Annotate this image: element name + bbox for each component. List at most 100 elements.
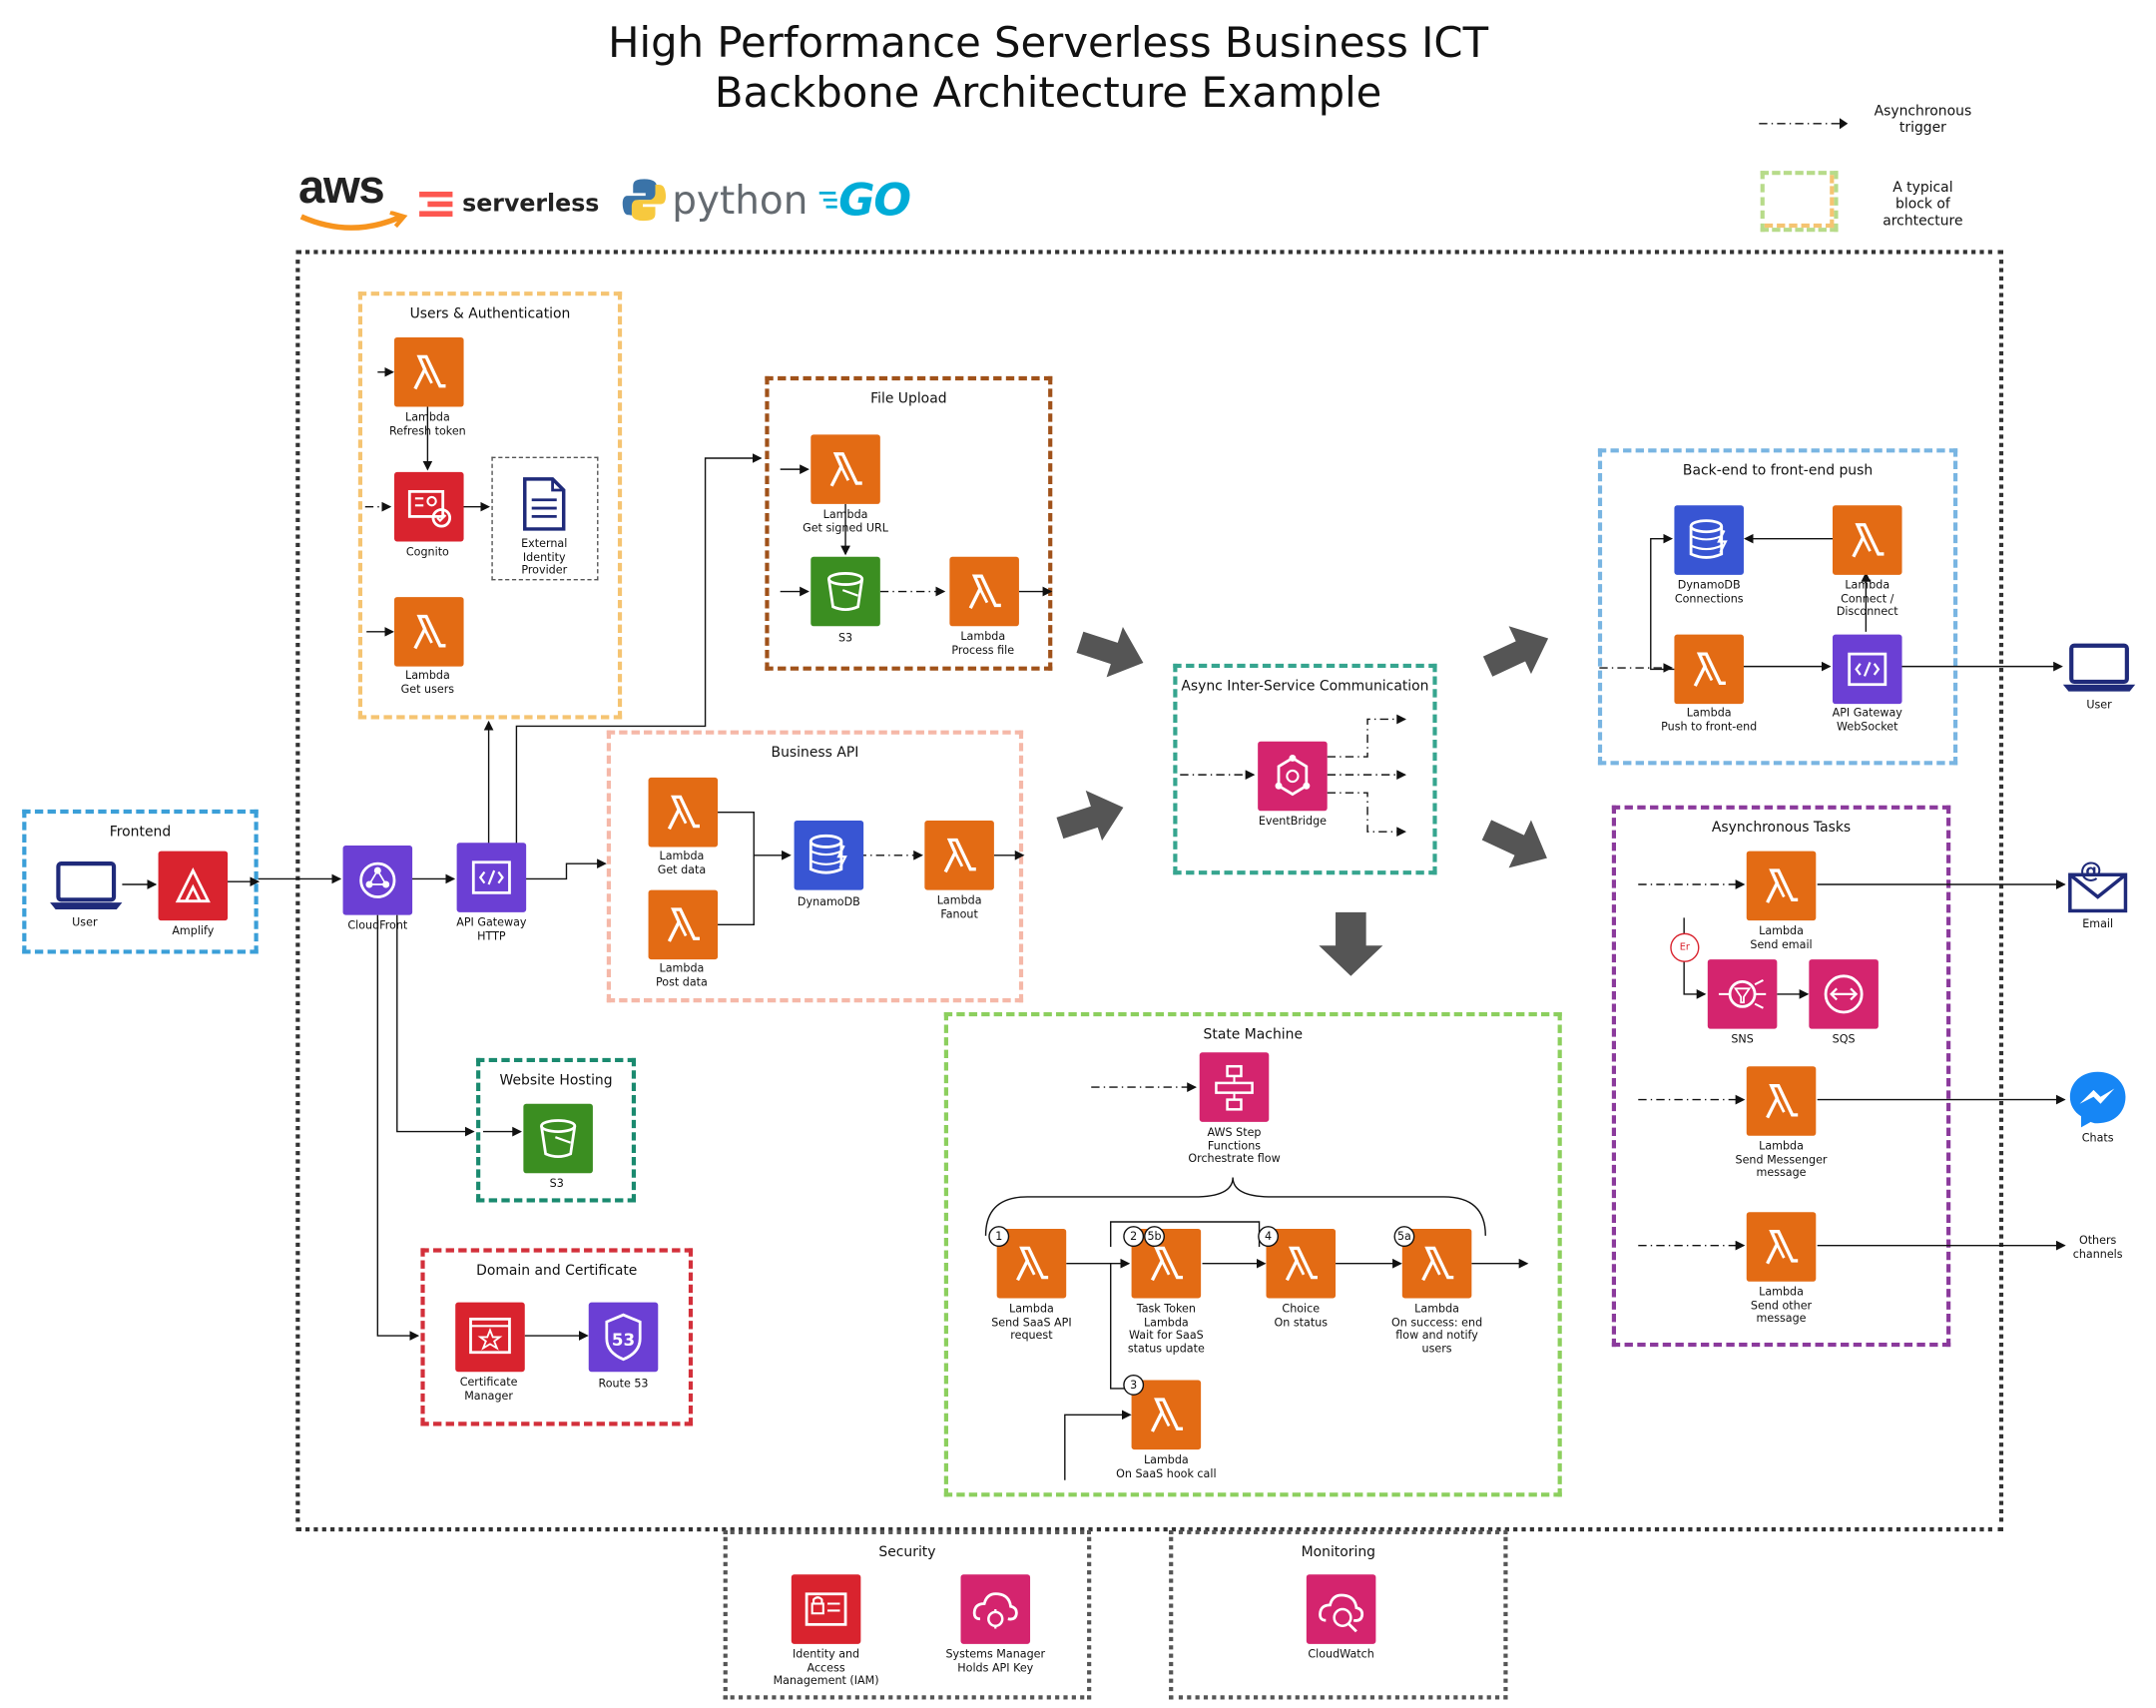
lambda-fanout-label: Lambda Fanout	[936, 893, 982, 920]
laptop-icon	[2062, 643, 2136, 692]
ssm-label: Systems Manager Holds API Key	[945, 1647, 1046, 1674]
sm-send-label: Lambda Send SaaS API request	[991, 1302, 1072, 1342]
lambda-icon	[1746, 1212, 1817, 1282]
cloudwatch-label: CloudWatch	[1308, 1647, 1374, 1661]
lambda-other-label: Lambda Send other message	[1750, 1285, 1813, 1325]
legend-async-arrow	[1759, 118, 1849, 130]
aws-smile-icon	[299, 210, 408, 231]
others-label: Others channels	[2072, 1234, 2123, 1261]
serverless-logo: serverless	[419, 188, 599, 221]
cert-manager-label: Certificate Manager	[459, 1376, 518, 1403]
legend-block-label: A typical block of archtecture	[1883, 180, 1963, 230]
step-functions-label: AWS Step Functions Orchestrate flow	[1188, 1126, 1281, 1165]
flow-arrow-1	[1076, 627, 1144, 678]
sm-success-label: Lambda On success: end flow and notify u…	[1391, 1302, 1483, 1355]
sm-hook-label: Lambda On SaaS hook call	[1116, 1453, 1217, 1480]
eventbridge-label: EventBridge	[1258, 815, 1328, 828]
lambda-messenger-label: Lambda Send Messenger message	[1735, 1139, 1828, 1179]
sm-task-label: Task Token Lambda Wait for SaaS status u…	[1127, 1302, 1205, 1355]
apigw-http-label: API Gateway HTTP	[456, 915, 527, 942]
sqs-label: SQS	[1832, 1032, 1856, 1046]
lambda-icon	[1746, 851, 1817, 921]
dynamodb-icon	[794, 821, 864, 890]
group-domain-cert: Domain and Certificate	[420, 1248, 694, 1426]
legend-async-label: Asynchronous trigger	[1874, 104, 1972, 137]
sqs-icon	[1809, 959, 1879, 1029]
lambda-post-data-label: Lambda Post data	[655, 961, 708, 988]
serverless-icon	[419, 191, 453, 217]
cloud-boundary	[295, 250, 2004, 1532]
s3-upload-label: S3	[837, 631, 853, 645]
iam-icon	[791, 1574, 861, 1644]
diagram-title: High Performance Serverless Business ICT…	[528, 19, 1569, 119]
lambda-icon	[394, 336, 464, 407]
step-badge: 2	[1123, 1226, 1145, 1248]
dynamodb-icon	[1674, 505, 1744, 575]
svg-text:53: 53	[612, 1331, 635, 1350]
route53-icon: 53	[588, 1302, 659, 1373]
lambda-icon	[1674, 634, 1744, 705]
python-logo: python	[621, 175, 808, 225]
ext-idp-box	[491, 456, 599, 581]
title-line-1: High Performance Serverless Business ICT	[608, 19, 1489, 69]
s3-bucket-icon	[810, 556, 880, 627]
s3-web-label: S3	[549, 1177, 564, 1191]
ddb-connections-label: DynamoDB Connections	[1674, 579, 1744, 605]
chats-label: Chats	[2081, 1131, 2114, 1145]
flow-arrow-4	[1481, 820, 1547, 868]
flow-arrow-5	[1319, 911, 1383, 976]
eventbridge-icon	[1258, 741, 1328, 812]
dynamodb-label: DynamoDB	[797, 895, 860, 908]
lambda-icon	[648, 777, 719, 848]
step-functions-icon	[1199, 1052, 1270, 1122]
go-speed-lines-icon	[818, 191, 837, 209]
certificate-manager-icon	[455, 1302, 525, 1373]
step-badge: 1	[988, 1226, 1010, 1248]
lambda-icon	[648, 889, 719, 960]
aws-logo: aws	[298, 164, 409, 240]
lambda-refresh-label: Lambda Refresh token	[389, 410, 466, 437]
lambda-icon	[949, 556, 1019, 627]
sm-choice-label: Choice On status	[1274, 1302, 1329, 1329]
group-backend-push: Back-end to front-end push	[1597, 448, 1958, 766]
apigw-websocket-icon	[1832, 634, 1902, 705]
lambda-email-label: Lambda Send email	[1750, 924, 1813, 951]
apigw-http-icon	[456, 843, 527, 912]
title-line-2: Backbone Architecture Example	[714, 69, 1382, 119]
group-state-machine: State Machine	[943, 1011, 1562, 1497]
lambda-icon	[1746, 1066, 1817, 1136]
flow-arrow-2	[1056, 790, 1124, 842]
lambda-get-data-label: Lambda Get data	[657, 850, 707, 875]
lambda-icon	[1131, 1380, 1202, 1450]
lambda-process-label: Lambda Process file	[951, 630, 1015, 657]
group-business-api: Business API	[606, 730, 1024, 1003]
lambda-icon	[1832, 505, 1902, 575]
step-badge: 5b	[1144, 1226, 1165, 1248]
step-badge: 4	[1258, 1226, 1280, 1248]
sns-icon	[1707, 959, 1778, 1029]
apigw-ws-label: API Gateway WebSocket	[1832, 706, 1902, 733]
lambda-connect-label: Lambda Connect / Disconnect	[1836, 579, 1898, 618]
group-async-tasks: Asynchronous Tasks	[1611, 805, 1951, 1348]
group-file-upload: File Upload	[765, 375, 1053, 671]
cognito-label: Cognito	[405, 545, 449, 559]
messenger-icon	[2069, 1071, 2126, 1128]
systems-manager-icon	[960, 1574, 1031, 1644]
ext-idp-label: External Identity Provider	[521, 537, 568, 577]
lambda-get-users-label: Lambda Get users	[400, 669, 455, 696]
laptop-icon	[50, 861, 123, 910]
lambda-icon	[924, 821, 994, 890]
group-website-hosting: Website Hosting	[476, 1057, 637, 1203]
amplify-icon	[158, 851, 229, 921]
cloudfront-icon	[342, 846, 413, 915]
sns-label: SNS	[1731, 1032, 1754, 1046]
email-icon: @	[2068, 858, 2128, 913]
lambda-icon	[810, 434, 880, 504]
error-badge: Er	[1670, 932, 1700, 962]
python-icon	[622, 179, 667, 222]
amplify-label: Amplify	[172, 924, 215, 937]
cognito-icon	[394, 471, 464, 542]
svg-text:@: @	[2080, 858, 2102, 883]
lambda-push-label: Lambda Push to front-end	[1661, 706, 1758, 733]
